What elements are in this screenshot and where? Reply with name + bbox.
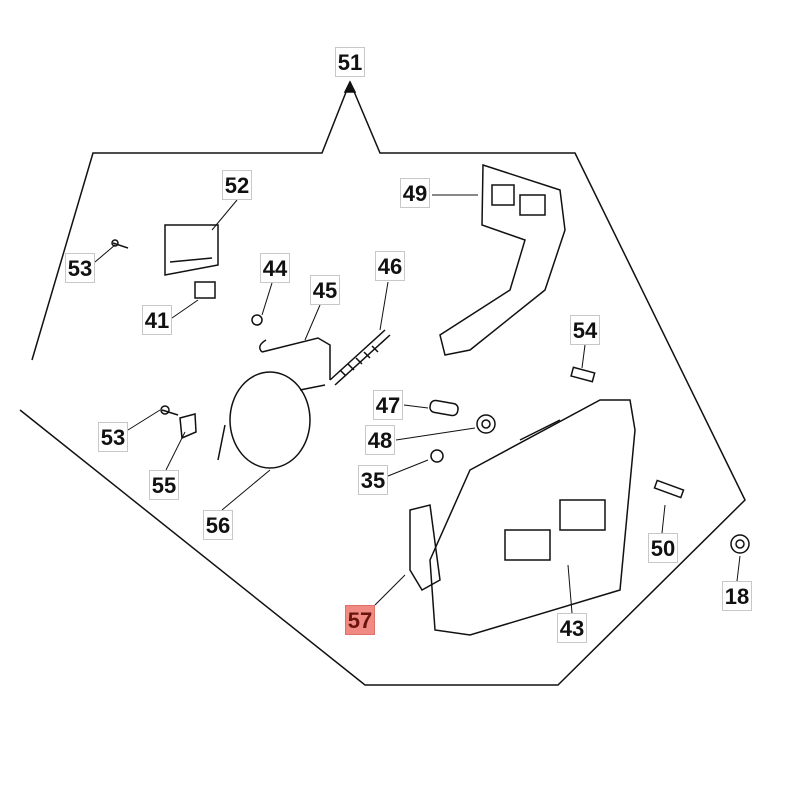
callout-57-highlighted[interactable]: 57	[345, 605, 375, 635]
part-47-pin	[429, 399, 459, 417]
assembly-outline-right	[19, 81, 746, 686]
callout-49[interactable]: 49	[400, 178, 430, 208]
callout-52[interactable]: 52	[222, 170, 252, 200]
callout-48[interactable]: 48	[365, 425, 395, 455]
part-18-nut	[730, 534, 750, 554]
callout-55[interactable]: 55	[149, 470, 179, 500]
callout-45[interactable]: 45	[310, 275, 340, 305]
callout-51[interactable]: 51	[335, 47, 365, 77]
callout-44[interactable]: 44	[260, 253, 290, 283]
leader-lines	[94, 194, 741, 614]
callout-35[interactable]: 35	[358, 465, 388, 495]
part-55-clip	[179, 413, 197, 440]
callout-41[interactable]: 41	[142, 305, 172, 335]
part-53-screw-lower	[160, 405, 179, 416]
part-35-nut	[430, 449, 444, 463]
callout-50[interactable]: 50	[648, 533, 678, 563]
assembly-outline	[31, 81, 351, 361]
part-49-handle	[439, 163, 566, 356]
callout-43[interactable]: 43	[557, 613, 587, 643]
part-43-cover	[429, 399, 636, 636]
part-53-screw	[111, 239, 129, 249]
callout-54[interactable]: 54	[570, 315, 600, 345]
callout-56[interactable]: 56	[203, 510, 233, 540]
part-54-pin	[570, 366, 596, 383]
callout-47[interactable]: 47	[373, 390, 403, 420]
part-52-plate	[164, 224, 219, 276]
part-50-bolt	[653, 479, 685, 499]
part-48-nut	[476, 414, 496, 434]
callout-18[interactable]: 18	[722, 581, 752, 611]
part-46-spring	[329, 329, 391, 386]
part-57-plate	[409, 504, 441, 592]
callout-53[interactable]: 53	[65, 253, 95, 283]
part-56-brake-band	[217, 371, 326, 469]
part-44-nut	[251, 314, 263, 326]
callout-53-lower[interactable]: 53	[98, 422, 128, 452]
callout-46[interactable]: 46	[375, 251, 405, 281]
part-41-clip	[194, 281, 216, 299]
arrowheads	[343, 80, 357, 93]
part-45-lever	[259, 337, 331, 380]
